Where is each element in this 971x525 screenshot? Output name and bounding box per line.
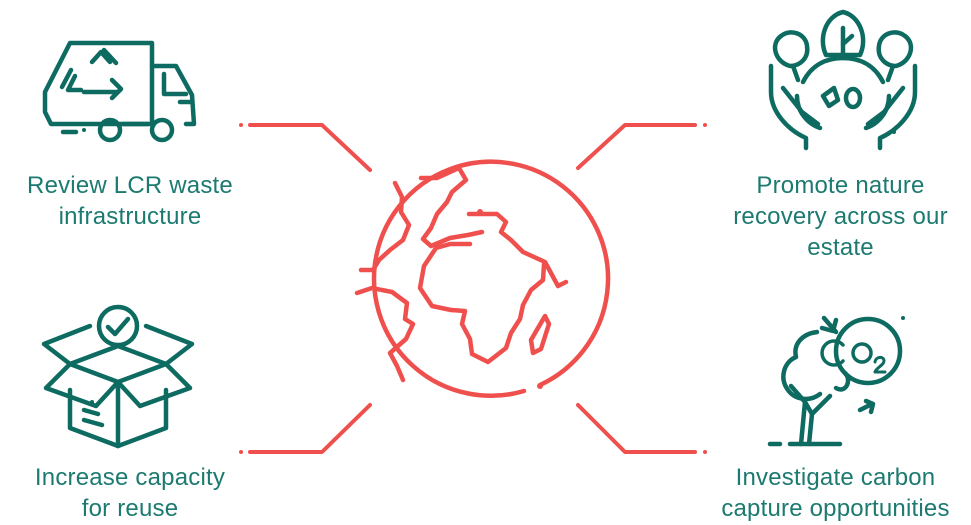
connector-dot-bottom-right xyxy=(703,450,707,454)
tree-co2-icon xyxy=(767,315,905,447)
hands-globe-trees-icon xyxy=(768,9,918,151)
connector-bottom-right xyxy=(576,403,697,454)
label-line: Investigate carbon xyxy=(735,464,936,491)
label-line: recovery across our xyxy=(733,203,948,230)
label-line: Increase capacity xyxy=(34,464,226,491)
label-line: infrastructure xyxy=(58,203,202,230)
connector-dot-bottom-left xyxy=(239,450,243,454)
label-line: capture opportunities xyxy=(721,495,950,522)
open-box-check-icon xyxy=(41,304,195,449)
connector-top-left xyxy=(248,123,372,172)
recycling-truck-icon xyxy=(42,40,197,143)
label-promote-nature-recovery: Promote nature recovery across our estat… xyxy=(710,170,971,263)
label-line: Promote nature xyxy=(756,172,925,199)
label-line: Review LCR waste xyxy=(27,172,233,199)
globe-icon xyxy=(354,159,611,398)
label-line: for reuse xyxy=(81,495,179,522)
connector-bottom-left xyxy=(248,403,372,454)
connector-lines xyxy=(239,123,707,454)
connector-dot-top-right xyxy=(703,123,707,127)
label-increase-capacity-reuse: Increase capacity for reuse xyxy=(0,462,260,524)
connector-top-right xyxy=(576,123,697,170)
label-line: estate xyxy=(807,234,874,261)
label-review-waste-infrastructure: Review LCR waste infrastructure xyxy=(0,170,260,232)
label-investigate-carbon-capture: Investigate carbon capture opportunities xyxy=(700,462,971,524)
connector-dot-top-left xyxy=(239,123,243,127)
